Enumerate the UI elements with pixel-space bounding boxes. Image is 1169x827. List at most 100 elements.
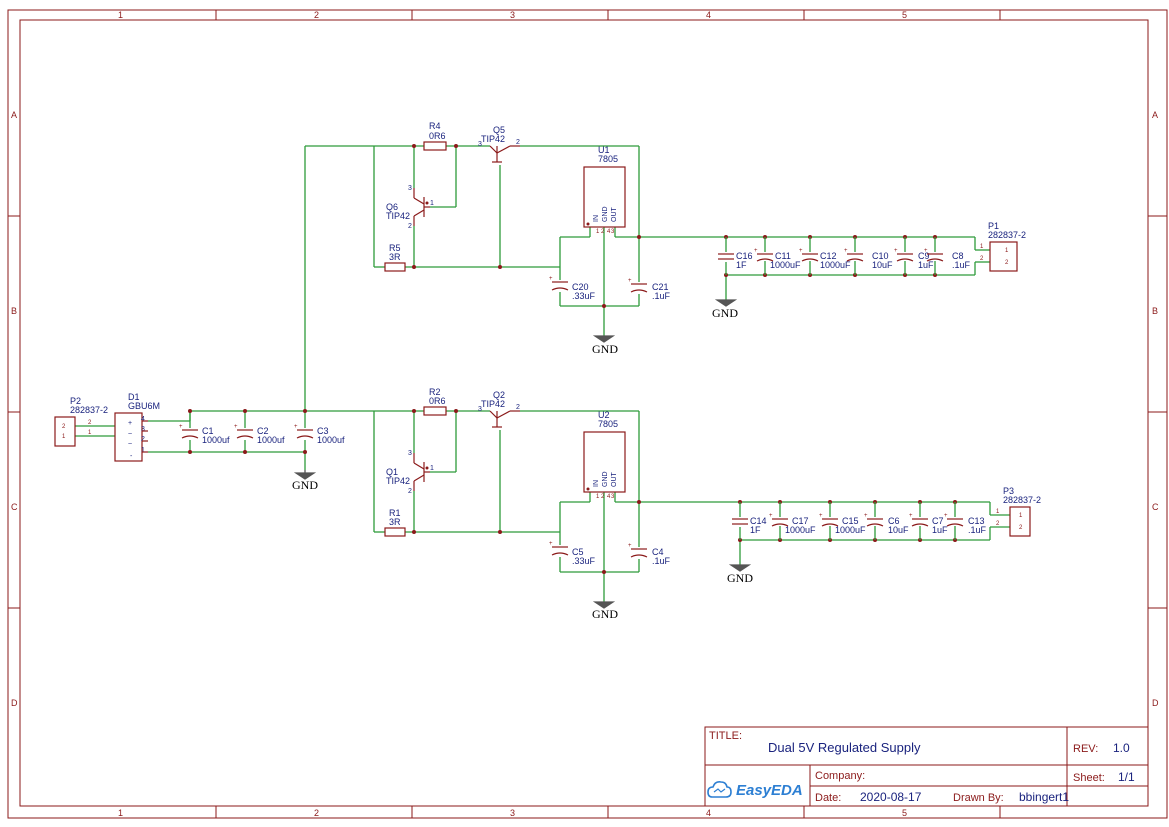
c10-ref: C10 [872,251,889,261]
capacitor-c5: + C5 .33uF [549,541,596,566]
gnd-label-input: GND [292,478,318,492]
svg-text:+: + [234,424,238,430]
c7-value: 1uF [932,525,948,535]
c20-value: .33uF [572,291,596,301]
p1-value: 282837-2 [988,230,1026,240]
c15-value: 1000uF [835,525,866,535]
c3-ref: C3 [317,426,329,436]
ground-symbol-input: GND [292,470,318,492]
p2-ref: P2 [70,396,81,406]
svg-text:1: 1 [141,447,145,454]
c13-ref: C13 [968,516,985,526]
u2-out-label: OUT [611,472,618,488]
connector-p2: 2 1 2 1 P2 282837-2 [54,396,108,447]
svg-text:2: 2 [601,494,605,500]
c17-value: 1000uF [785,525,816,535]
col-label-1-bottom: 1 [118,808,123,818]
svg-text:+: + [894,248,898,254]
d1-ref: D1 [128,392,140,402]
svg-text:3: 3 [611,229,615,235]
svg-text:1: 1 [88,430,92,436]
svg-text:1: 1 [596,229,600,235]
svg-text:2: 2 [516,404,520,411]
row-label-a-right: A [1152,110,1158,120]
svg-text:3: 3 [611,494,615,500]
svg-text:+: + [819,513,823,519]
bridge-rectifier-d1: + ~ ~ - 4 3 2 1 D1 GBU6M [114,392,160,462]
title-block: TITLE: Dual 5V Regulated Supply REV: 1.0… [704,726,1149,807]
ground-symbol-top-output: GND [712,299,738,320]
svg-text:3: 3 [408,450,412,457]
svg-text:1: 1 [596,494,600,500]
company-label: Company: [815,770,865,782]
svg-text:2: 2 [996,521,1000,527]
p3-value: 282837-2 [1003,495,1041,505]
svg-text:3: 3 [408,185,412,192]
svg-text:~: ~ [128,441,132,448]
c20-ref: C20 [572,282,589,292]
capacitor-c11: + C11 1000uF [754,237,801,275]
gnd-label-bottom-output: GND [727,571,753,585]
c13-value: .1uF [968,525,987,535]
svg-text:2: 2 [1005,260,1009,266]
zone-labels: 1 2 3 4 5 1 2 3 4 5 A B C D A B C D [11,10,1159,818]
u1-value: 7805 [598,154,618,164]
c9-value: 1uF [918,260,934,270]
u2-value: 7805 [598,419,618,429]
wires [75,145,1010,602]
svg-text:+: + [769,513,773,519]
connector-p1: 1 2 1 2 P1 282837-2 [980,221,1026,272]
q2-value: TIP42 [481,399,505,409]
c14-value: 1F [750,525,761,535]
c6-value: 10uF [888,525,909,535]
drawn-by-label: Drawn By: [953,792,1004,804]
c11-value: 1000uF [770,260,801,270]
svg-text:2: 2 [62,424,66,430]
svg-text:1: 1 [1005,248,1009,254]
capacitor-c20: + C20 .33uF [549,276,596,301]
svg-text:+: + [924,248,928,254]
row-label-a: A [11,110,17,120]
r4-value: 0R6 [429,131,446,141]
drawn-by-value: bbingert1 [1019,790,1069,804]
cloud-icon [707,781,732,798]
svg-text:2: 2 [980,256,984,262]
u1-out-label: OUT [611,207,618,223]
q5-ref: Q5 [493,125,505,135]
r1-value: 3R [389,517,401,527]
c4-value: .1uF [652,556,671,566]
d1-value: GBU6M [128,401,160,411]
r2-value: 0R6 [429,396,446,406]
q2-ref: Q2 [493,390,505,400]
svg-text:2: 2 [601,229,605,235]
capacitor-c15: + C15 1000uF [819,502,866,540]
capacitor-c1: + C1 1000uf [179,424,230,445]
c8-ref: C8 [952,251,964,261]
q5-value: TIP42 [481,134,505,144]
transistor-q5: 3 2 Q5 TIP42 [478,125,520,163]
connector-p3: 1 2 1 2 P3 282837-2 [996,486,1041,537]
ground-symbol-u1: GND [592,335,618,356]
u2-ref: U2 [598,410,610,420]
transistor-q6: 3 2 1 Q6 TIP42 [386,185,434,230]
c2-ref: C2 [257,426,269,436]
resistor-r4: R4 0R6 [423,121,447,151]
col-label-1: 1 [118,10,123,20]
r5-value: 3R [389,252,401,262]
svg-text:+: + [294,424,298,430]
c21-ref: C21 [652,282,669,292]
capacitor-c8: + C8 .1uF [924,237,971,275]
svg-text:1: 1 [430,200,434,207]
col-label-5: 5 [902,10,907,20]
c6-ref: C6 [888,516,900,526]
svg-text:4: 4 [607,229,611,235]
c3-value: 1000uf [317,435,345,445]
c12-value: 1000uF [820,260,851,270]
c16-ref: C16 [736,251,753,261]
rev-value: 1.0 [1113,741,1130,755]
c2-value: 1000uf [257,435,285,445]
row-label-b-right: B [1152,306,1158,316]
svg-text:+: + [844,248,848,254]
transistor-q2: 3 2 Q2 TIP42 [478,390,520,428]
svg-text:+: + [549,541,553,547]
